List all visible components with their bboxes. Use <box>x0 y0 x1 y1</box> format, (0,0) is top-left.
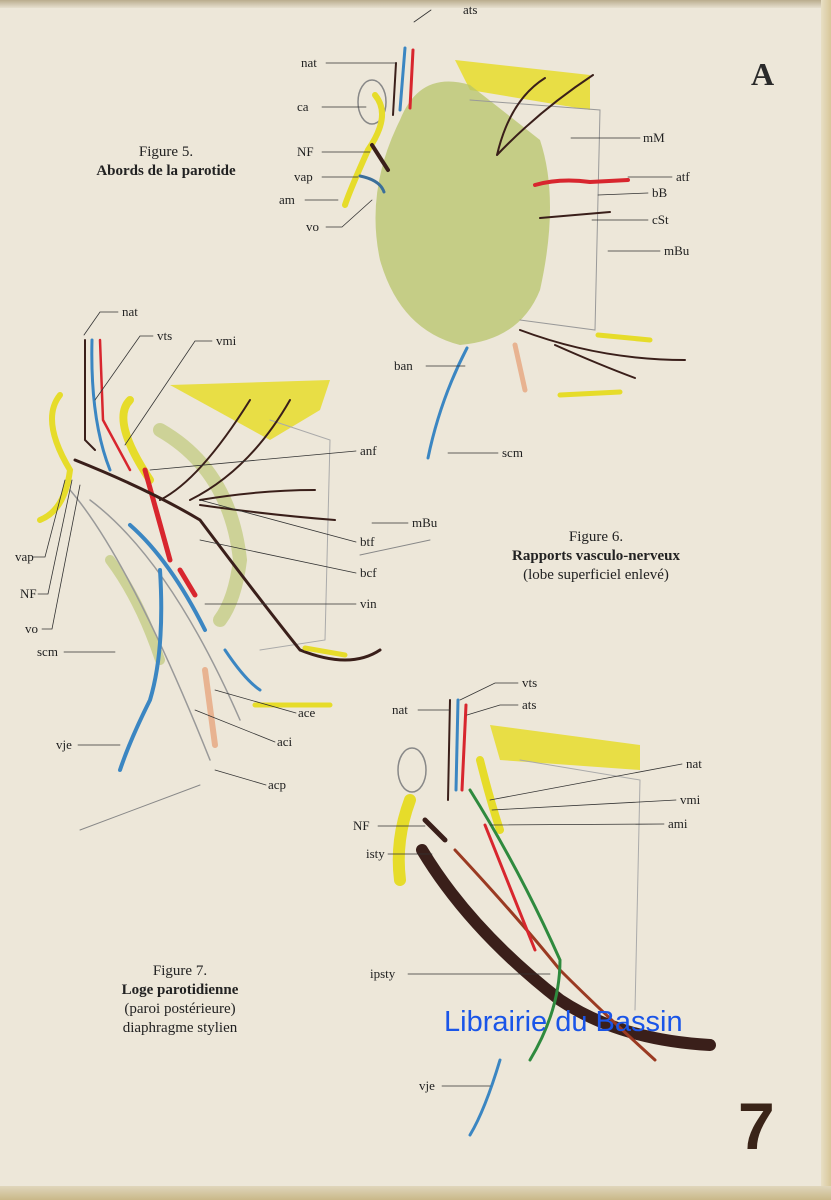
label-vo: vo <box>306 219 319 234</box>
label-ca: ca <box>297 99 309 114</box>
figure7-title: Loge parotidienne <box>121 982 239 998</box>
page-edge-top <box>0 0 831 8</box>
label-mbu: mBu <box>664 243 690 258</box>
label-aci: aci <box>277 734 293 749</box>
label-mm: mM <box>643 130 665 145</box>
label-vap: vap <box>15 549 34 564</box>
label-ace: ace <box>298 705 316 720</box>
label-anf: anf <box>360 443 377 458</box>
label-ats: ats <box>463 2 478 17</box>
label-vmi: vmi <box>216 333 237 348</box>
figure6-subtitle: (lobe superficiel enlevé) <box>523 567 669 583</box>
label-scm: scm <box>37 644 58 659</box>
figure6-drawing <box>377 682 716 1137</box>
label-ami: ami <box>668 816 688 831</box>
label-am: am <box>279 192 295 207</box>
label-nf: NF <box>297 144 314 159</box>
label-atf: atf <box>676 169 690 184</box>
label-vmi: vmi <box>680 792 701 807</box>
figure5-caption: Figure 5. Abords de la parotide <box>96 143 235 181</box>
label-isty: isty <box>366 846 385 861</box>
page-edge-bottom <box>0 1186 831 1200</box>
figure7-caption: Figure 7. Loge parotidienne (paroi posté… <box>122 962 239 1038</box>
label-cst: cSt <box>652 212 669 227</box>
label-nat-2: nat <box>686 756 702 771</box>
figure6-title: Rapports vasculo-nerveux <box>512 548 680 564</box>
label-mbu: mBu <box>412 515 438 530</box>
figure5-title: Abords de la parotide <box>96 163 236 179</box>
label-acp: acp <box>268 777 287 792</box>
label-nf: NF <box>353 818 370 833</box>
label-vts: vts <box>522 675 538 690</box>
figure7-number: Figure 7. <box>152 963 208 979</box>
label-btf: btf <box>360 534 375 549</box>
label-vje: vje <box>56 737 72 752</box>
label-ats: ats <box>522 697 537 712</box>
label-ban: ban <box>394 358 413 373</box>
figure5-drawing <box>304 9 686 460</box>
figure7-line2: (paroi postérieure) <box>124 1001 236 1017</box>
label-bb: bB <box>652 185 668 200</box>
page-edge-right <box>821 0 831 1200</box>
figure7-line3: diaphragme stylien <box>122 1020 238 1036</box>
label-ipsty: ipsty <box>370 966 396 981</box>
label-vap: vap <box>294 169 313 184</box>
label-nat: nat <box>392 702 408 717</box>
label-nat: nat <box>122 304 138 319</box>
figure5-number: Figure 5. <box>138 144 194 160</box>
watermark: Librairie du Bassin <box>444 1006 683 1038</box>
label-nat: nat <box>301 55 317 70</box>
label-scm: scm <box>502 445 523 460</box>
label-vo: vo <box>25 621 38 636</box>
page-number: 7 <box>738 1089 775 1163</box>
figure6-number: Figure 6. <box>568 529 624 545</box>
label-nf: NF <box>20 586 37 601</box>
label-vin: vin <box>360 596 377 611</box>
figure7-drawing <box>32 311 431 831</box>
label-vje: vje <box>419 1078 435 1093</box>
plate-letter: A <box>751 56 775 92</box>
figure6-caption: Figure 6. Rapports vasculo-nerveux (lobe… <box>512 528 680 585</box>
label-bcf: bcf <box>360 565 377 580</box>
label-vts: vts <box>157 328 173 343</box>
